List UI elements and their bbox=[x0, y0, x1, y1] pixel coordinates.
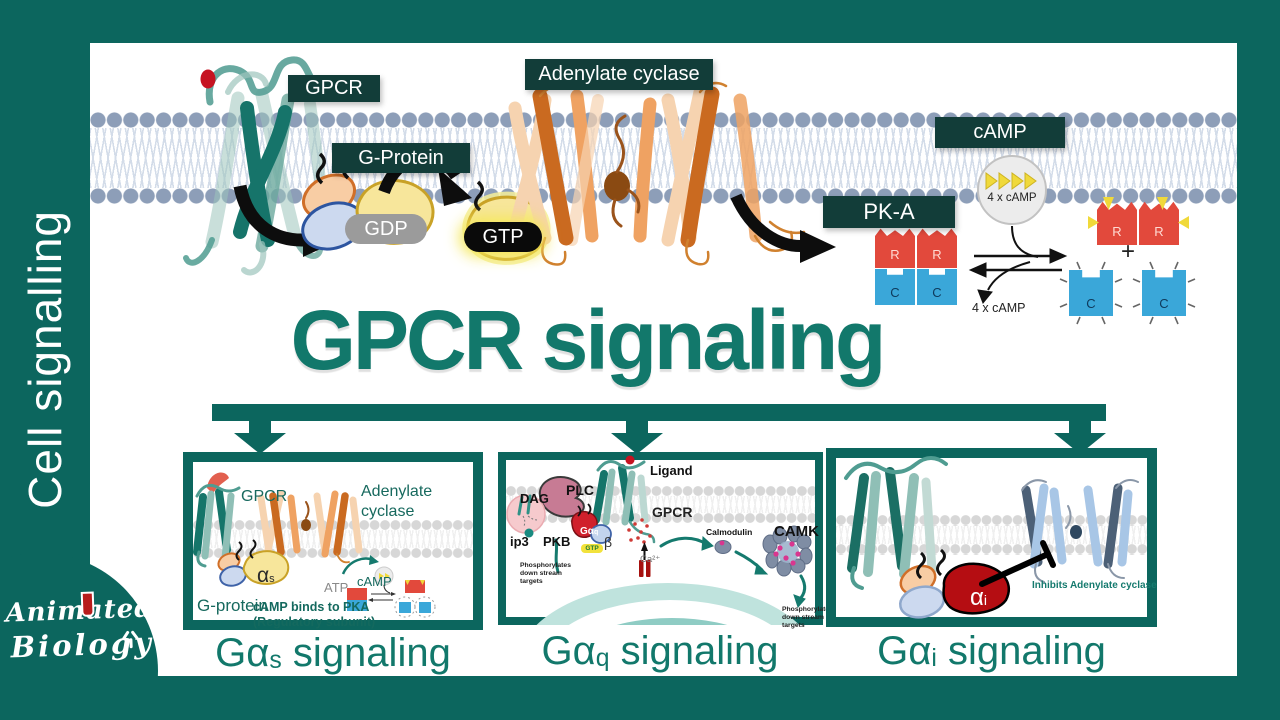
g-protein-label: G-Protein bbox=[332, 143, 470, 173]
plus-sign: + bbox=[1120, 238, 1135, 265]
mini-gpcr-label: GPCR bbox=[652, 504, 693, 520]
bound-camp-icon bbox=[1088, 216, 1099, 229]
ligand-icon bbox=[207, 472, 229, 494]
bound-camp-icon bbox=[1157, 197, 1168, 210]
endoplasmic-reticulum bbox=[536, 583, 800, 625]
sidebar-title: Cell signalling bbox=[19, 210, 71, 509]
mini-ac-label: Adenylate cyclase bbox=[361, 483, 433, 520]
branch-arrow-stem bbox=[626, 419, 648, 435]
camk-label: CAMK bbox=[774, 523, 819, 540]
calmodulin-label: Calmodulin bbox=[706, 527, 753, 537]
lipid-heads-inner bbox=[90, 188, 1237, 204]
phospho-note-2: Phosphorylates down stream targets bbox=[782, 606, 833, 629]
atp-label: ATP bbox=[324, 580, 349, 595]
channel-logo: Animated Biology bbox=[4, 591, 155, 664]
inhibits-label: Inhibits Adenylate cyclase bbox=[1032, 580, 1157, 591]
ligand-label: Ligand bbox=[650, 463, 693, 478]
g-alpha-i-complex bbox=[899, 548, 1010, 619]
pkb-label: PKB bbox=[543, 534, 571, 549]
pka-r-subunit: R bbox=[875, 228, 915, 268]
plc-label: PLC bbox=[566, 482, 594, 498]
gdp-pill: GDP bbox=[345, 214, 427, 244]
gtp-mini-pill: GTP bbox=[581, 544, 603, 553]
mini-gprotein-label: G-protein bbox=[197, 596, 268, 615]
caption-gai: Gαi signaling bbox=[877, 629, 1106, 673]
pka-c-subunit-active: C bbox=[1069, 270, 1113, 316]
camp-vesicle-count: 4 x cAMP bbox=[987, 192, 1037, 204]
gpcr-label: GPCR bbox=[288, 75, 380, 102]
ip3-label: ip3 bbox=[510, 534, 529, 549]
pka-c-subunit-active: C bbox=[1142, 270, 1186, 316]
logo-line1: Animated bbox=[4, 593, 154, 629]
panel-gai: αi Inhibits Adenylate cyclase bbox=[826, 448, 1157, 627]
branch-arrow-stem bbox=[1069, 419, 1091, 435]
antibody-icon bbox=[121, 630, 139, 649]
branch-arrow-stem bbox=[249, 419, 271, 435]
branch-arrow-icon bbox=[611, 433, 663, 454]
camp-released-count: 4 x cAMP bbox=[972, 301, 1026, 315]
g-alpha-q-label: Gαq bbox=[580, 526, 599, 537]
pka-c-subunit: C bbox=[917, 269, 957, 305]
page-title: GPCR signaling bbox=[290, 293, 887, 387]
pka-label: PK-A bbox=[823, 196, 955, 228]
panel-gas: GPCR Adenylate cyclase αs G-protein ATP … bbox=[183, 452, 483, 630]
pka-c-subunit: C bbox=[875, 269, 915, 305]
mini-camp-label: cAMP bbox=[357, 574, 392, 589]
calcium-label: Ca²⁺ bbox=[640, 554, 661, 565]
note-line2: (Regulatory subunit) bbox=[253, 615, 376, 629]
bound-camp-icon bbox=[1103, 197, 1114, 210]
adenylate-cyclase-label: Adenylate cyclase bbox=[525, 59, 713, 90]
mini-membrane bbox=[836, 515, 1147, 555]
pka-r-subunit: R bbox=[917, 228, 957, 268]
beta-label: β bbox=[604, 534, 613, 550]
ligand-icon bbox=[625, 455, 635, 465]
caption-gas: Gαs signaling bbox=[215, 631, 451, 675]
calmodulin-protein bbox=[714, 540, 732, 554]
mini-gpcr-label: GPCR bbox=[241, 488, 288, 505]
pka-r-subunit-camp-bound: R bbox=[1139, 201, 1179, 245]
test-tube-icon bbox=[80, 591, 95, 617]
mini-membrane bbox=[193, 520, 473, 558]
phospho-note-1: Phosphorylates down stream targets bbox=[520, 562, 571, 585]
caption-gaq: Gαq signaling bbox=[541, 629, 779, 673]
note-line1: cAMP binds to PKA bbox=[253, 600, 370, 614]
branch-bar bbox=[212, 404, 1106, 421]
camp-label: cAMP bbox=[935, 117, 1065, 148]
pka-r-subunit-camp-bound: R bbox=[1097, 201, 1137, 245]
dag-label: DAG bbox=[520, 491, 549, 506]
alpha-s-label: αs bbox=[257, 564, 275, 587]
signal-arrows bbox=[659, 535, 807, 608]
gtp-pill: GTP bbox=[464, 222, 542, 252]
panel-gaq: Ligand GPCR PLC DAG ip3 PKB Phosphorylat… bbox=[498, 452, 833, 629]
branch-arrow-icon bbox=[234, 433, 286, 454]
alpha-i-label: αi bbox=[970, 584, 987, 611]
bound-camp-icon bbox=[1178, 216, 1189, 229]
